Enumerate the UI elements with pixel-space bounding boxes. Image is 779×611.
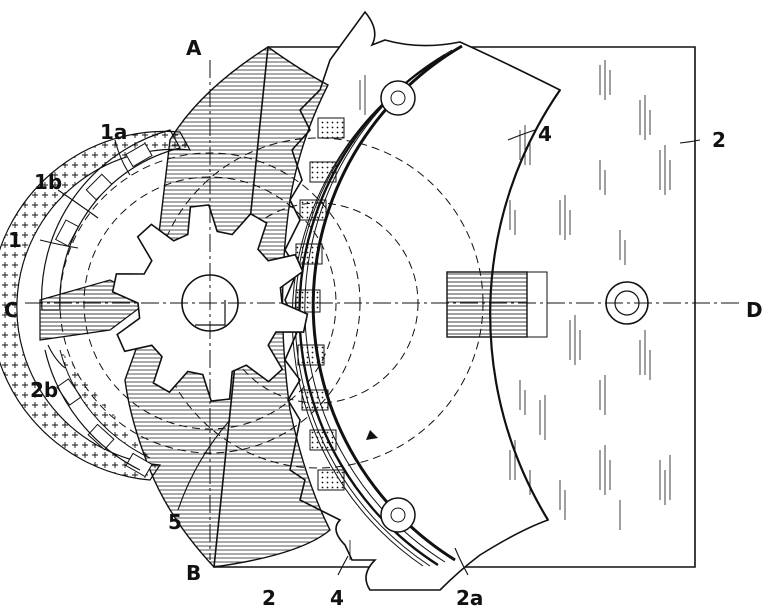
ref-4-top: 4 [538,122,552,146]
ref-4-bottom: 4 [330,586,344,610]
arrow-mark [366,430,378,440]
ref-5: 5 [168,510,182,534]
ref-1b: 1b [34,170,63,194]
ref-2-bottom: 2 [262,586,276,610]
axis-label-d: D [746,298,763,322]
outer-ring-1 [0,129,192,481]
axis-label-a: A [186,36,202,60]
axis-label-c: C [4,298,19,322]
cage-teeth [295,117,345,491]
ref-2-right: 2 [712,128,726,152]
ref-2b: 2b [30,378,59,402]
axis-label-b: B [186,561,202,585]
ref-1a: 1a [100,120,128,144]
ref-1: 1 [8,228,22,252]
center-lines [25,60,740,560]
leader-lines [39,129,701,576]
ref-2a: 2a [456,586,484,610]
